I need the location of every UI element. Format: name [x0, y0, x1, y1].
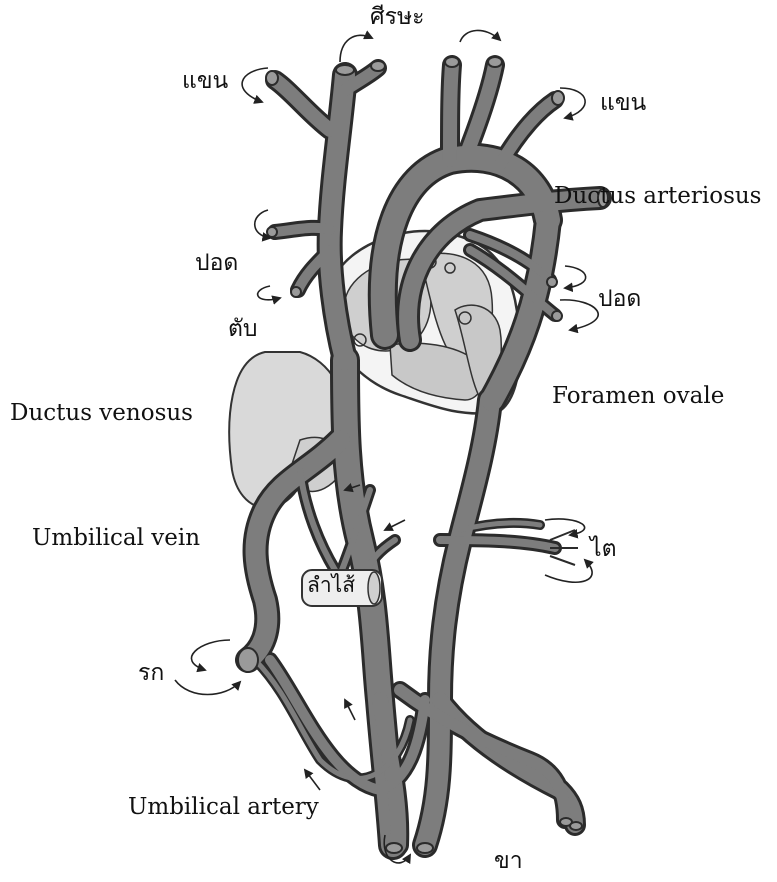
label-head: ศีรษะ: [370, 6, 424, 29]
label-ductus-venosus: Ductus venosus: [10, 402, 193, 425]
label-arm-right: แขน: [600, 92, 646, 115]
label-lung-right: ปอด: [598, 288, 641, 311]
label-liver: ตับ: [228, 318, 258, 341]
label-ductus-arteriosus: Ductus arteriosus: [554, 185, 761, 208]
label-intestine: ลำไส้: [307, 575, 355, 596]
label-arm-left: แขน: [182, 70, 228, 93]
label-kidney: ไต: [590, 538, 617, 561]
label-lung-left: ปอด: [195, 252, 238, 275]
label-placenta: รก: [138, 662, 164, 685]
label-umbilical-artery: Umbilical artery: [128, 796, 319, 819]
label-umbilical-vein: Umbilical vein: [32, 527, 200, 550]
label-foramen-ovale: Foramen ovale: [552, 385, 724, 408]
kidney-vessels: [550, 530, 578, 565]
label-leg: ขา: [494, 850, 523, 873]
